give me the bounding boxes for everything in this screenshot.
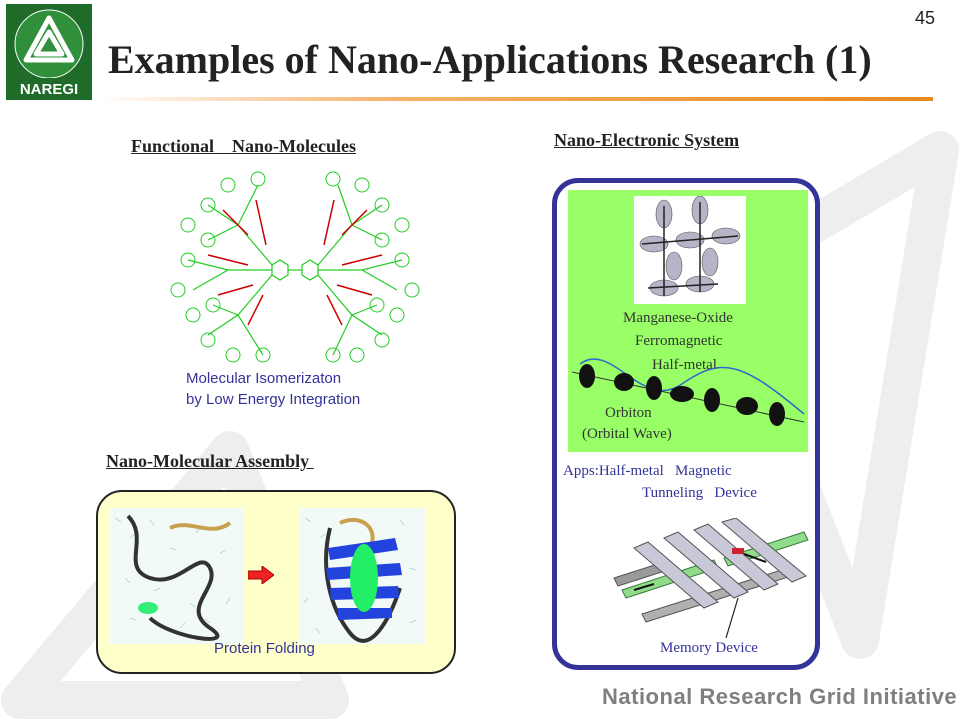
material-line2: Ferromagnetic xyxy=(635,333,723,349)
memory-device-pointer xyxy=(725,597,739,639)
orbiton-line2: (Orbital Wave) xyxy=(582,426,672,442)
memory-device-label: Memory Device xyxy=(660,640,758,656)
apps-line1: Apps:Half-metal Magnetic xyxy=(563,463,732,479)
material-line1: Manganese-Oxide xyxy=(623,310,733,326)
page-number: 45 xyxy=(915,8,936,28)
nano-electronic-system-heading: Nano-Electronic System xyxy=(554,130,740,150)
folded-protein-image xyxy=(300,508,426,644)
footer-initiative: National Research Grid Initiative xyxy=(602,684,958,709)
functional-caption-line1: Molecular Isomerizaton xyxy=(186,370,342,387)
orbital-lattice-image xyxy=(634,196,746,304)
naregi-logo: NAREGI xyxy=(6,4,92,100)
orbiton-line1: Orbiton xyxy=(605,405,652,421)
title-underline-rule xyxy=(98,97,933,101)
magnetic-memory-device-image xyxy=(613,518,809,623)
functional-caption-line2: by Low Energy Integration xyxy=(186,391,361,408)
unfolded-protein-image xyxy=(110,508,244,644)
orbital-wave-image xyxy=(572,358,805,426)
svg-text:NAREGI: NAREGI xyxy=(20,81,78,98)
nano-molecular-assembly-heading: Nano-Molecular Assembly xyxy=(106,451,314,471)
slide-title: Examples of Nano-Applications Research (… xyxy=(108,37,872,82)
material-line3: Half-metal xyxy=(652,357,717,373)
assembly-caption: Protein Folding xyxy=(214,640,315,657)
dendrimer-molecule-image xyxy=(170,171,420,363)
functional-nano-molecules-heading: Functional Nano-Molecules xyxy=(131,136,356,156)
folding-arrow-icon xyxy=(248,566,274,584)
apps-line2: Tunneling Device xyxy=(642,485,757,501)
